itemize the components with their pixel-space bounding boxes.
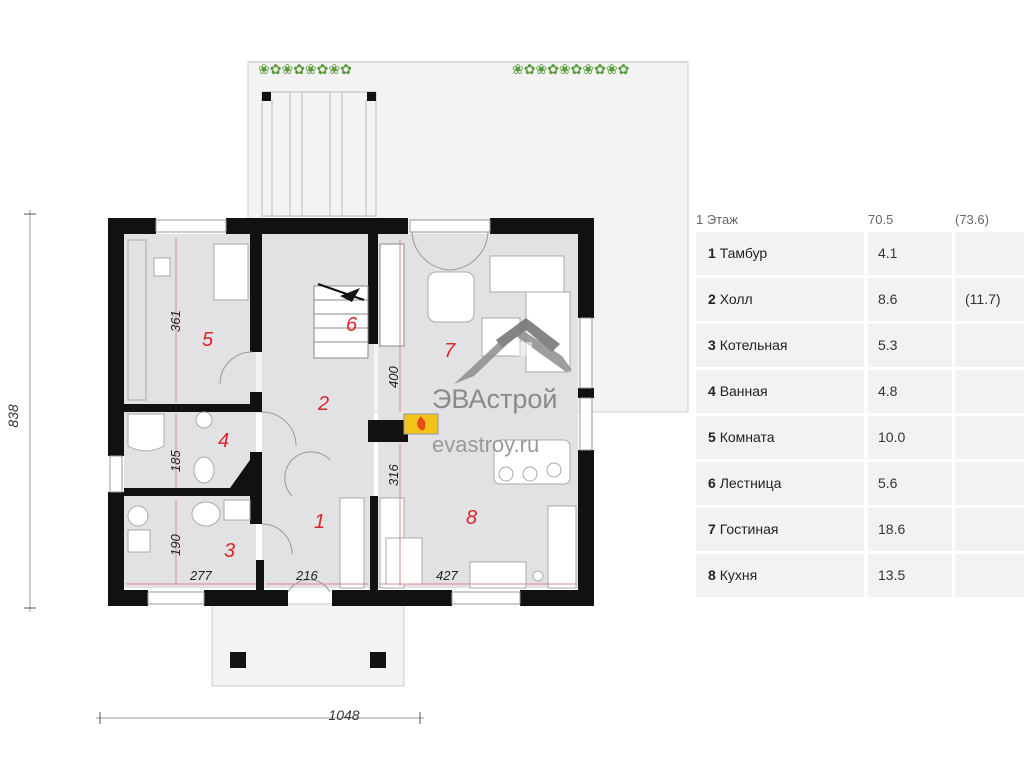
room-name-cell: 8 Кухня [696,554,864,597]
windows [109,219,593,605]
room-area-alt-cell [955,370,1024,413]
room-number-4: 4 [218,430,229,452]
dim-190: 190 [168,534,183,556]
room-area-cell: 13.5 [868,554,952,597]
room-name: Комната [719,429,775,445]
fireplace-icon [403,413,439,435]
furniture [127,239,577,589]
dim-277: 277 [189,568,212,583]
room-name-cell: 4 Ванная [696,370,864,413]
room-number: 2 [708,291,716,307]
room-name: Холл [719,291,753,307]
dim-total-width: 1048 [328,707,359,723]
walls [108,218,594,606]
svg-text:❀✿❀✿❀✿❀✿❀✿: ❀✿❀✿❀✿❀✿❀✿ [512,62,629,78]
room-area-cell: 4.8 [868,370,952,413]
floor-label: 1 Этаж [696,212,738,227]
room-area-cell: 8.6 [868,278,952,321]
room-name: Ванная [719,383,768,399]
room-area-cell: 5.6 [868,462,952,505]
dim-185: 185 [168,450,183,472]
room-name-cell: 3 Котельная [696,324,864,367]
watermark-logo [454,318,572,384]
room-name: Кухня [719,567,758,583]
room-name: Котельная [719,337,788,353]
dim-216: 216 [295,568,318,583]
room-area-alt-cell [955,232,1024,275]
watermark-brand: ЭВАстрой [432,384,558,414]
room-number-5: 5 [202,329,214,351]
room-number: 3 [708,337,716,353]
room-area-cell: 4.1 [868,232,952,275]
room-number: 5 [708,429,716,445]
dim-316: 316 [386,464,401,486]
room-name: Тамбур [719,245,768,261]
room-area-cell: 10.0 [868,416,952,459]
plant-row-left-icon: ❀✿❀✿❀✿❀✿ [258,62,352,78]
room-name-cell: 5 Комната [696,416,864,459]
room-area-alt-cell [955,554,1024,597]
room-number-7: 7 [444,340,456,362]
room-area-cell: 5.3 [868,324,952,367]
dim-400: 400 [386,366,401,388]
room-number: 7 [708,521,716,537]
room-number-3: 3 [224,540,235,562]
dim-361: 361 [168,310,183,332]
pergola [261,91,377,217]
room-number: 6 [708,475,716,491]
room-number-2: 2 [317,393,329,415]
room-number-6: 6 [346,314,358,336]
total-area-alt: (73.6) [955,212,989,227]
room-area-alt-cell [955,462,1024,505]
room-area-cell: 18.6 [868,508,952,551]
room-name-cell: 7 Гостиная [696,508,864,551]
room-area-alt-cell: (11.7) [955,278,1024,321]
total-area: 70.5 [868,212,894,227]
room-number-1: 1 [314,511,325,533]
dim-427: 427 [436,568,458,583]
dim-total-height: 838 [5,404,21,428]
room-name-cell: 2 Холл [696,278,864,321]
watermark-site: evastroy.ru [432,432,539,457]
room-name: Гостиная [719,521,779,537]
door-swings [219,231,489,593]
porch [211,603,405,687]
room-area-alt-cell [955,416,1024,459]
plant-row-right-icon: ❀✿❀✿❀✿❀✿❀✿ [512,62,629,78]
room-number-8: 8 [466,507,477,529]
room-area-alt-cell [955,508,1024,551]
svg-text:❀✿❀✿❀✿❀✿: ❀✿❀✿❀✿❀✿ [258,62,352,78]
room-number: 8 [708,567,716,583]
room-name-cell: 1 Тамбур [696,232,864,275]
room-number: 1 [708,245,716,261]
table-header: 1 Этаж 70.5 (73.6) [692,206,1024,232]
room-name: Лестница [719,475,782,491]
room-name-cell: 6 Лестница [696,462,864,505]
room-number: 4 [708,383,716,399]
room-area-alt-cell [955,324,1024,367]
dimension-lines [24,210,576,724]
